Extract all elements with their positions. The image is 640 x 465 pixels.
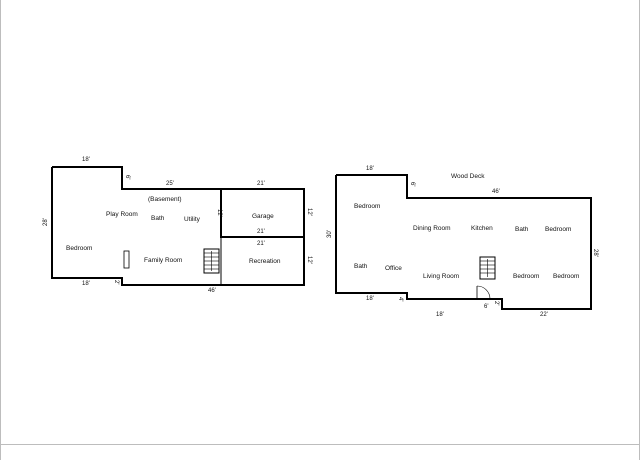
dim-basement-bottom-left: 18' [82, 281, 90, 287]
room-living-room: Living Room [423, 273, 459, 280]
dim-garage-bottom: 21' [257, 229, 265, 235]
room-play-room: Play Room [106, 211, 138, 218]
dim-main-entry-side: 2' [493, 301, 499, 305]
room-dining-room: Dining Room [413, 225, 451, 232]
room-kitchen: Kitchen [471, 225, 493, 232]
label-wood-deck: Wood Deck [451, 173, 485, 180]
dim-main-step: 4' [397, 297, 403, 301]
dim-garage-top: 21' [257, 181, 265, 187]
room-garage: Garage [252, 213, 274, 220]
room-utility: Utility [184, 216, 201, 223]
dim-main-bottom-left-top: 18' [366, 296, 374, 302]
dim-basement-top-right: 25' [166, 181, 174, 187]
room-bedroom: Bedroom [66, 245, 92, 252]
room-bedroom-left: Bedroom [354, 203, 380, 210]
main-stairs-icon [479, 256, 496, 280]
room-family-room: Family Room [144, 257, 182, 264]
dim-main-notch: 6' [409, 182, 415, 186]
dim-main-top-left: 18' [366, 166, 374, 172]
basement-title: (Basement) [148, 196, 182, 203]
dim-basement-left: 28' [43, 218, 49, 226]
room-bath: Bath [151, 215, 165, 222]
room-bedroom-bottom-mid: Bedroom [513, 273, 539, 280]
dim-basement-notch: 6' [124, 175, 130, 179]
room-bedroom-right-top: Bedroom [545, 226, 571, 233]
main-floor-plan: Wood Deck Bedroom Dining Room Kitchen Ba… [327, 166, 598, 318]
dim-basement-bottom: 46' [208, 288, 216, 294]
basement-stairs-icon [203, 248, 220, 274]
dim-recreation-right: 12' [306, 256, 312, 264]
dim-main-top: 46' [492, 189, 500, 195]
dim-main-left: 30' [327, 230, 333, 238]
dim-basement-top-left: 18' [82, 157, 90, 163]
room-office: Office [385, 265, 402, 272]
dim-garage-right: 12' [306, 208, 312, 216]
dim-main-bottom-right: 22' [540, 312, 548, 318]
room-recreation: Recreation [249, 258, 281, 265]
room-bedroom-bottom-right: Bedroom [553, 273, 579, 280]
main-floor-outline [335, 174, 592, 310]
dim-main-right: 28' [592, 249, 598, 257]
dim-main-bottom-left: 18' [436, 312, 444, 318]
dim-main-entry: 6' [484, 304, 488, 310]
entry-door-icon [476, 285, 491, 300]
basement-plan: (Basement) Play Room Bath Utility Bedroo… [43, 157, 312, 294]
dim-basement-bottom-step: 2' [113, 280, 119, 284]
room-bath-right: Bath [515, 226, 529, 233]
dim-recreation-top: 21' [257, 241, 265, 247]
dim-garage-left: 12' [216, 209, 222, 217]
basement-outline [51, 166, 305, 286]
room-bath-left: Bath [354, 263, 368, 270]
basement-fixture-icon [123, 250, 130, 269]
